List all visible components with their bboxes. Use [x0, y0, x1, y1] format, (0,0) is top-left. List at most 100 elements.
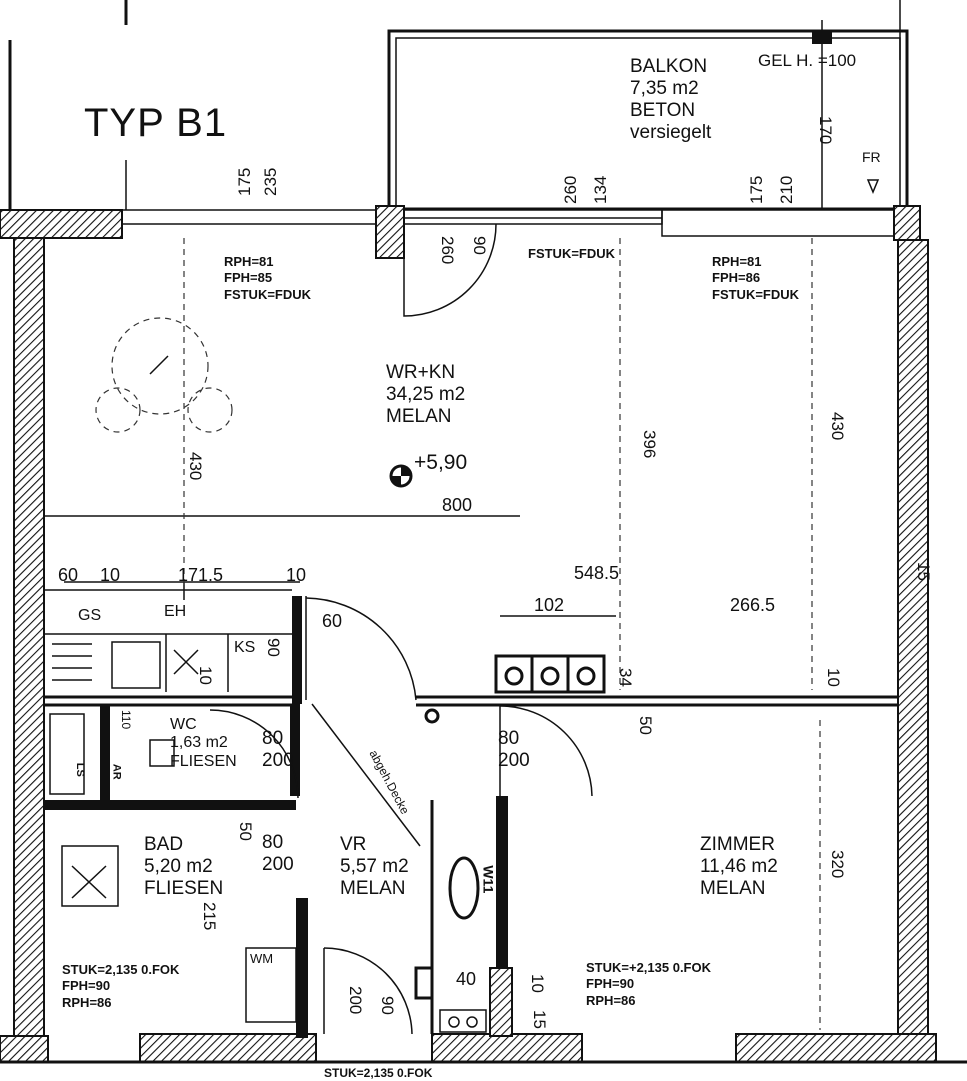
room-label-vr: VR 5,57 m2 MELAN — [340, 834, 409, 900]
note-zimmer: STUK=+2,135 0.FOK FPH=90 RPH=86 — [586, 960, 711, 1009]
dim-260-door: 260 — [438, 236, 457, 265]
room-material: MELAN — [700, 877, 766, 899]
dim-40: 40 — [456, 969, 477, 989]
dim-215: 215 — [200, 902, 219, 931]
left-edge-lines — [8, 0, 128, 210]
door-size-wc: 80 200 — [262, 728, 294, 772]
dim-235: 235 — [261, 167, 280, 196]
dim-175-left: 175 — [235, 167, 254, 196]
dim-50: 50 — [636, 716, 655, 735]
door-height: 200 — [262, 853, 294, 875]
note-line: FSTUK=FDUK — [712, 286, 800, 302]
room-area: 34,25 m2 — [386, 383, 466, 405]
note-right-top: RPH=81 FPH=86 FSTUK=FDUK — [712, 254, 799, 303]
dining-table-sketch — [95, 317, 233, 433]
dim-15-zimmer: 15 — [530, 1010, 549, 1029]
dim-50-bad: 50 — [236, 822, 255, 841]
meter-boxes — [424, 654, 606, 724]
door-width: 80 — [262, 728, 284, 749]
note-line: FPH=86 — [712, 270, 761, 286]
room-area: 5,57 m2 — [340, 855, 409, 877]
bathroom-fixtures — [49, 713, 487, 1033]
room-label-zimmer: ZIMMER 11,46 m2 MELAN — [700, 834, 778, 900]
dim-320: 320 — [828, 850, 847, 879]
dim-34: 34 — [616, 668, 635, 687]
room-material: BETON — [630, 99, 696, 121]
door-width: 80 — [262, 832, 284, 853]
dim-10: 10 — [100, 565, 121, 585]
room-name: BAD — [144, 834, 184, 855]
dim-90-vr-door: 90 — [378, 996, 397, 1015]
note-line: FSTUK=FDUK — [224, 286, 312, 302]
note-line: FPH=85 — [224, 270, 273, 286]
dim-200-vr-door: 200 — [346, 986, 365, 1015]
dim-90-door: 90 — [470, 236, 489, 255]
dim-396: 396 — [640, 430, 659, 459]
room-name: WR+KN — [386, 362, 456, 383]
balcony-outline — [387, 20, 909, 211]
dim-175-right: 175 — [747, 175, 766, 204]
fixture-gs: GS — [78, 607, 102, 624]
note-line: RPH=86 — [586, 992, 636, 1008]
dim-110: 110 — [119, 710, 133, 730]
dim-430-right: 430 — [828, 412, 847, 441]
dim-90-ks: 90 — [264, 638, 283, 657]
fixture-eh: EH — [164, 603, 187, 620]
room-area: 5,20 m2 — [144, 855, 213, 877]
room-material: MELAN — [386, 405, 452, 427]
dim-548-5: 548.5 — [574, 563, 620, 583]
room-name: VR — [340, 834, 367, 855]
fixture-wm: WM — [250, 951, 274, 966]
window-tag-w11: W11 — [480, 865, 497, 894]
room-area: 11,46 m2 — [700, 855, 778, 877]
dim-60-door: 60 — [322, 611, 343, 631]
fixture-ks: KS — [234, 639, 256, 656]
dim-102: 102 — [534, 595, 565, 615]
dim-60: 60 — [58, 565, 79, 585]
dim-15: 15 — [914, 562, 933, 581]
fr-label: FR — [862, 149, 881, 165]
room-note: versiegelt — [630, 121, 712, 143]
note-center-top: FSTUK=FDUK — [528, 246, 616, 261]
note-line: FPH=90 — [62, 978, 111, 994]
room-label-balkon: BALKON 7,35 m2 BETON versiegelt — [630, 56, 711, 143]
note-line: RPH=86 — [62, 994, 112, 1010]
room-name: ZIMMER — [700, 834, 775, 855]
plan-title: TYP B1 — [84, 101, 228, 145]
door-height: 200 — [498, 749, 530, 771]
dim-10-b: 10 — [286, 565, 307, 585]
dimension-lines — [64, 0, 901, 1030]
dim-170: 170 — [816, 116, 835, 145]
door-height: 200 — [262, 749, 294, 771]
interior-walls — [44, 515, 898, 1038]
dim-260-top: 260 — [561, 175, 580, 204]
railing-height: GEL H. =100 — [758, 51, 857, 70]
floor-level: +5,90 — [414, 451, 468, 474]
room-name: WC — [170, 716, 197, 733]
room-label-wc: WC 1,63 m2 FLIESEN — [170, 716, 237, 771]
room-label-bad: BAD 5,20 m2 FLIESEN — [144, 834, 223, 900]
dim-10-right: 10 — [824, 668, 843, 687]
dim-266-5: 266.5 — [730, 595, 776, 615]
door-size-bad: 80 200 — [262, 832, 294, 876]
note-bad: STUK=2,135 0.FOK FPH=90 RPH=86 — [62, 962, 179, 1011]
dim-134: 134 — [591, 175, 610, 204]
note-line: RPH=81 — [712, 254, 762, 269]
room-material: FLIESEN — [144, 877, 224, 899]
room-name: BALKON — [630, 56, 708, 77]
room-material: MELAN — [340, 877, 406, 899]
room-label-wohnraum: WR+KN 34,25 m2 MELAN — [386, 362, 465, 428]
dim-171-5: 171.5 — [178, 565, 224, 585]
fixture-ar: AR — [110, 763, 123, 780]
exterior-walls — [0, 205, 967, 1064]
window-tag-ellipse — [448, 856, 480, 920]
note-line: STUK=2,135 0.FOK — [62, 962, 180, 977]
dim-10-zimmer: 10 — [528, 974, 547, 993]
note-line: RPH=81 — [224, 254, 274, 269]
room-area: 1,63 m2 — [170, 734, 228, 752]
door-size-zimmer: 80 200 — [498, 728, 530, 772]
dim-430-left: 430 — [186, 452, 205, 481]
note-line: STUK=+2,135 0.FOK — [586, 960, 711, 975]
room-material: FLIESEN — [170, 752, 237, 770]
